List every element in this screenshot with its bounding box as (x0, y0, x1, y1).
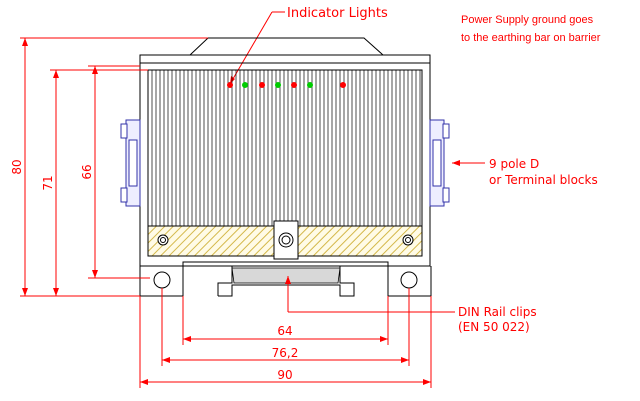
dim-76-label: 76,2 (272, 346, 299, 360)
din-label-line1: DIN Rail clips (458, 305, 537, 319)
dim-width-90: 90 (139, 296, 432, 388)
left-connector (120, 119, 141, 207)
indicator-leds (227, 82, 346, 88)
led-icon (340, 82, 346, 88)
led-icon (227, 82, 233, 88)
left-mount-hole-icon (153, 271, 171, 289)
ground-note-line1: Power Supply ground goes (461, 14, 594, 26)
dim-66-label: 66 (80, 164, 94, 179)
dim-64-label: 64 (277, 324, 292, 338)
din-callout: DIN Rail clips (EN 50 022) (285, 276, 537, 334)
right-mount-hole-icon (400, 271, 418, 289)
enclosure-body (139, 37, 432, 297)
dim-height-66: 66 (80, 65, 150, 279)
led-icon (275, 82, 281, 88)
connector-label-line2: or Terminal blocks (489, 173, 598, 187)
left-screw-icon (157, 234, 169, 246)
indicator-lights-label: Indicator Lights (287, 6, 388, 21)
led-icon (259, 82, 265, 88)
dim-width-76: 76,2 (161, 288, 410, 366)
dim-height-71: 71 (41, 69, 148, 296)
dim-width-64: 64 (182, 296, 389, 345)
connector-callout: 9 pole D or Terminal blocks (452, 157, 598, 187)
led-icon (291, 82, 297, 88)
din-rail-clip (217, 265, 355, 297)
dim-height-80: 80 (10, 37, 208, 297)
dim-71-label: 71 (41, 175, 55, 190)
ground-note-line2: to the earthing bar on barrier (461, 32, 601, 44)
right-screw-icon (402, 234, 414, 246)
earthing-screw-icon (278, 232, 294, 248)
led-icon (242, 82, 248, 88)
dim-90-label: 90 (277, 368, 292, 382)
right-connector (429, 119, 450, 207)
dim-80-label: 80 (10, 159, 24, 174)
din-label-line2: (EN 50 022) (458, 320, 530, 334)
heatsink-fins (151, 70, 421, 226)
connector-label-line1: 9 pole D (489, 157, 539, 171)
led-icon (307, 82, 313, 88)
indicator-lights-callout: Indicator Lights (229, 6, 388, 85)
